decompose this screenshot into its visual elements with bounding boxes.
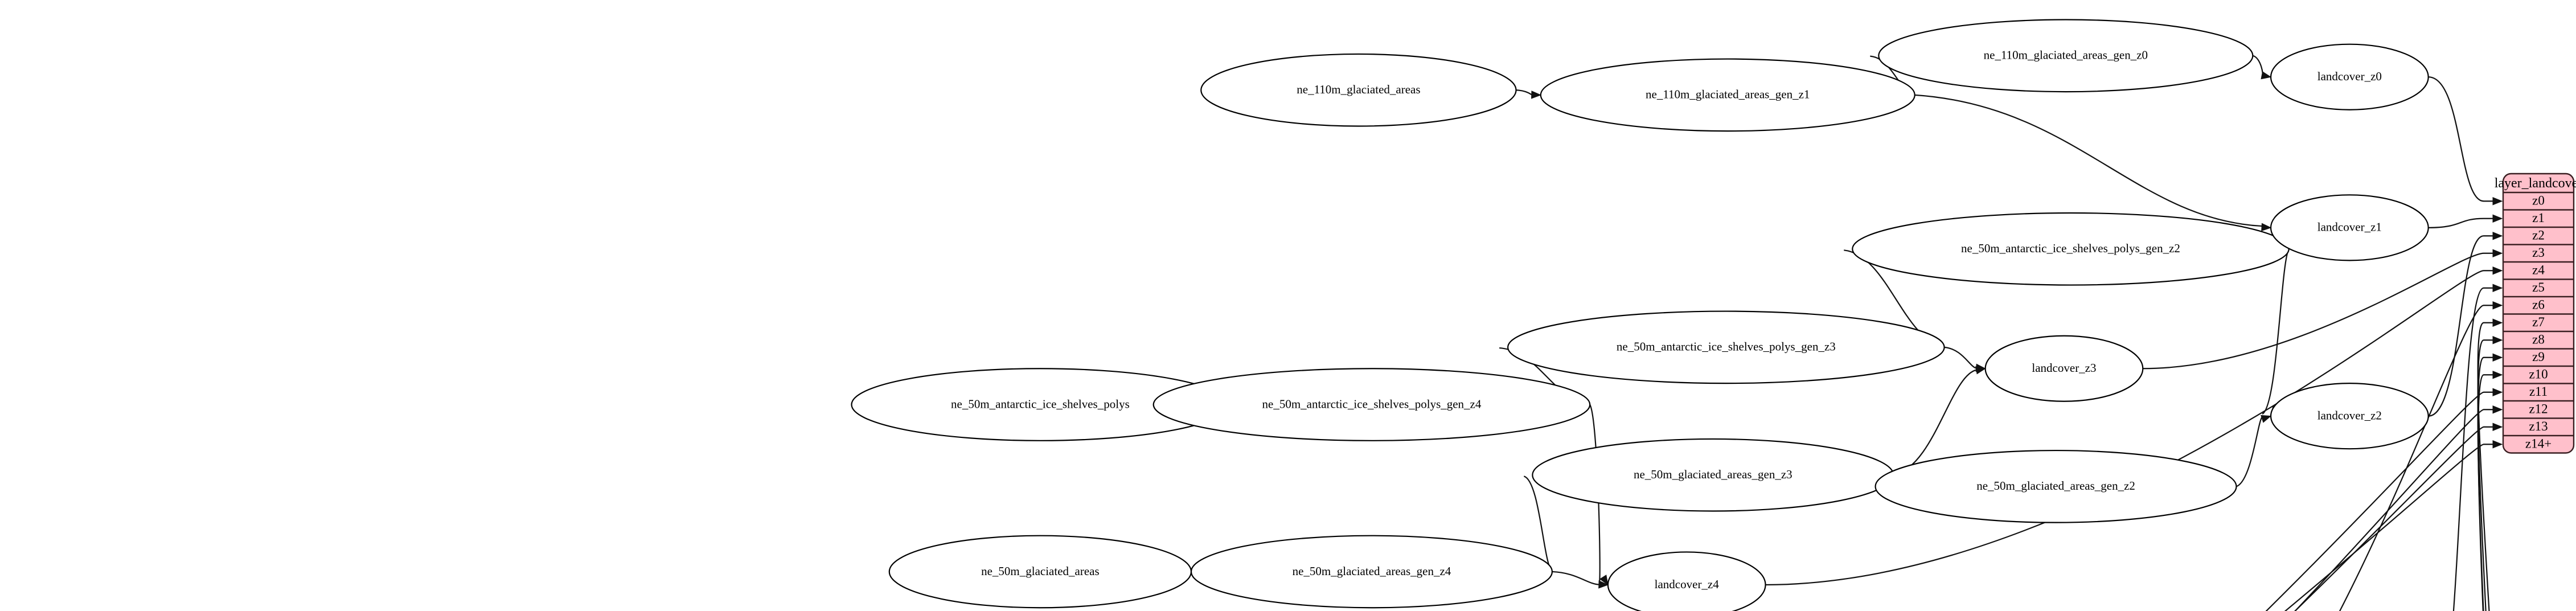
nodes-layer: imposm3osm_landcover_polygonsimplify_vw_… <box>851 19 2429 611</box>
node-label: landcover_z3 <box>2032 361 2096 375</box>
table-cell-label: z1 <box>2532 211 2545 225</box>
edge-ne_50m_antarctic_ice_shelves_polys_gen_z3-to-landcover_z3 <box>1944 346 1986 372</box>
node-ne_50m_antarctic_ice_shelves_polys_gen_z4[interactable]: ne_50m_antarctic_ice_shelves_polys_gen_z… <box>1152 368 1591 441</box>
node-ne_50m_glaciated_areas_gen_z4[interactable]: ne_50m_glaciated_areas_gen_z4 <box>1190 535 1553 609</box>
table-row-z3[interactable]: z3 <box>2503 245 2574 263</box>
table-row-z9[interactable]: z9 <box>2503 349 2574 367</box>
table-row-z13[interactable]: z13 <box>2503 419 2574 436</box>
edge-ne_110m_glaciated_areas-to-ne_110m_glaciated_areas_gen_z1 <box>1516 89 1542 99</box>
edge-ne_50m_glaciated_areas_gen_z2-to-landcover_z2 <box>2235 415 2272 487</box>
node-ne_50m_antarctic_ice_shelves_polys_gen_z3[interactable]: ne_50m_antarctic_ice_shelves_polys_gen_z… <box>1507 310 1945 384</box>
table-cell-label: z3 <box>2532 245 2545 260</box>
table-cell-label: z6 <box>2532 298 2545 312</box>
node-label: ne_50m_antarctic_ice_shelves_polys_gen_z… <box>1961 241 2180 255</box>
edge-ne_110m_glaciated_areas_gen_z0-to-landcover_z0 <box>2252 55 2272 80</box>
node-landcover_z4[interactable]: landcover_z4 <box>1607 551 1766 611</box>
edge-landcover_z6-to-layer_landcover.z6 <box>2339 301 2503 611</box>
node-ne_50m_glaciated_areas_gen_z3[interactable]: ne_50m_glaciated_areas_gen_z3 <box>1532 438 1894 512</box>
node-ne_50m_antarctic_ice_shelves_polys_gen_z2[interactable]: ne_50m_antarctic_ice_shelves_polys_gen_z… <box>1852 212 2290 286</box>
table-title: layer_landcover <box>2495 176 2576 191</box>
edge-landcover_z2-to-layer_landcover.z2 <box>2428 232 2503 417</box>
node-label: landcover_z1 <box>2317 220 2382 234</box>
table-row-z6[interactable]: z6 <box>2503 297 2574 314</box>
table-row-z12[interactable]: z12 <box>2503 401 2574 419</box>
node-landcover_z2[interactable]: landcover_z2 <box>2270 383 2429 450</box>
edge-landcover_z0-to-layer_landcover.z0 <box>2428 76 2503 206</box>
table-cell-label: z2 <box>2532 228 2545 243</box>
table-cell-label: z9 <box>2532 350 2545 364</box>
node-landcover_z3[interactable]: landcover_z3 <box>1984 335 2144 402</box>
node-label: ne_50m_glaciated_areas_gen_z4 <box>1293 564 1451 578</box>
node-label: ne_110m_glaciated_areas_gen_z0 <box>1984 48 2148 62</box>
layer-landcover-table[interactable]: layer_landcover z0 z1 z2 z3 z4 z5 z6 z7 z8 z9 z10 z1… <box>2495 173 2576 454</box>
table-cell-label: z4 <box>2532 263 2545 277</box>
node-ne_50m_antarctic_ice_shelves_polys[interactable]: ne_50m_antarctic_ice_shelves_polys <box>851 368 1230 441</box>
edge-osm_landcover_polygon-to-layer_landcover.z14+ <box>2285 440 2503 611</box>
table-cell-label: z5 <box>2532 280 2545 294</box>
table-row-z7[interactable]: z7 <box>2503 314 2574 332</box>
edge-ne_110m_glaciated_areas_gen_z1-to-landcover_z1 <box>1914 94 2272 232</box>
node-label: ne_50m_antarctic_ice_shelves_polys_gen_z… <box>1617 340 1836 354</box>
node-ne_110m_glaciated_areas_gen_z1[interactable]: ne_110m_glaciated_areas_gen_z1 <box>1540 58 1915 132</box>
table-row-z5[interactable]: z5 <box>2503 280 2574 297</box>
table-cell-label: z11 <box>2529 384 2548 399</box>
node-landcover_z0[interactable]: landcover_z0 <box>2270 43 2429 110</box>
table-row-z4[interactable]: z4 <box>2503 262 2574 280</box>
edge-ne_50m_antarctic_ice_shelves_polys_gen_z2-to-landcover_z2 <box>2262 248 2290 417</box>
table-cell-label: z12 <box>2529 402 2548 416</box>
node-ne_50m_glaciated_areas_gen_z2[interactable]: ne_50m_glaciated_areas_gen_z2 <box>1874 449 2237 523</box>
edge-ne_50m_glaciated_areas_gen_z4-to-landcover_z4 <box>1552 571 1609 589</box>
node-label: ne_50m_glaciated_areas_gen_z3 <box>1634 468 1792 481</box>
table-row-z14+[interactable]: z14+ <box>2503 436 2574 453</box>
table-cell-label: z13 <box>2529 419 2548 433</box>
table-row-z10[interactable]: z10 <box>2503 366 2574 384</box>
edge-osm_landcover_gen_z13-to-layer_landcover.z13 <box>2294 423 2503 611</box>
node-label: landcover_z0 <box>2317 69 2382 83</box>
node-ne_110m_glaciated_areas_gen_z0[interactable]: ne_110m_glaciated_areas_gen_z0 <box>1878 19 2254 93</box>
table-row-z1[interactable]: z1 <box>2503 210 2574 228</box>
table-row-z2[interactable]: z2 <box>2503 227 2574 245</box>
node-label: landcover_z4 <box>1655 577 1720 591</box>
node-label: ne_50m_antarctic_ice_shelves_polys_gen_z… <box>1262 397 1482 411</box>
node-label: ne_50m_glaciated_areas <box>981 564 1100 578</box>
edges-layer <box>1145 53 2503 611</box>
node-label: ne_50m_glaciated_areas_gen_z2 <box>1976 479 2135 493</box>
table-row-z11[interactable]: z11 <box>2503 384 2574 401</box>
edge-landcover_z4-to-layer_landcover.z4 <box>1765 266 2503 586</box>
node-label: landcover_z2 <box>2317 408 2382 422</box>
table-cell-label: z8 <box>2532 333 2545 347</box>
table-cell-label: z14+ <box>2525 437 2552 451</box>
node-ne_50m_glaciated_areas[interactable]: ne_50m_glaciated_areas <box>888 535 1192 609</box>
edge-landcover_z1-to-layer_landcover.z1 <box>2428 214 2503 228</box>
node-label: ne_110m_glaciated_areas <box>1297 83 1420 96</box>
edge-osm_landcover_gen_z11-to-layer_landcover.z11 <box>2265 388 2503 611</box>
edge-osm_landcover_gen_z7-to-layer_landcover.z7 <box>2477 318 2503 611</box>
table-cell-label: z7 <box>2532 315 2545 329</box>
node-ne_110m_glaciated_areas[interactable]: ne_110m_glaciated_areas <box>1200 53 1517 127</box>
edge-osm_landcover_gen_z12-to-layer_landcover.z12 <box>2294 405 2503 611</box>
table-cell-label: z0 <box>2532 194 2545 208</box>
edge-landcover_z5-to-layer_landcover.z5 <box>2452 284 2503 611</box>
node-landcover_z1[interactable]: landcover_z1 <box>2270 194 2429 261</box>
node-label: ne_110m_glaciated_areas_gen_z1 <box>1646 88 1810 101</box>
table-row-z0[interactable]: z0 <box>2503 192 2574 210</box>
table-cell-label: z10 <box>2529 367 2548 382</box>
table-row-z8[interactable]: z8 <box>2503 331 2574 349</box>
node-label: ne_50m_antarctic_ice_shelves_polys <box>951 397 1130 411</box>
